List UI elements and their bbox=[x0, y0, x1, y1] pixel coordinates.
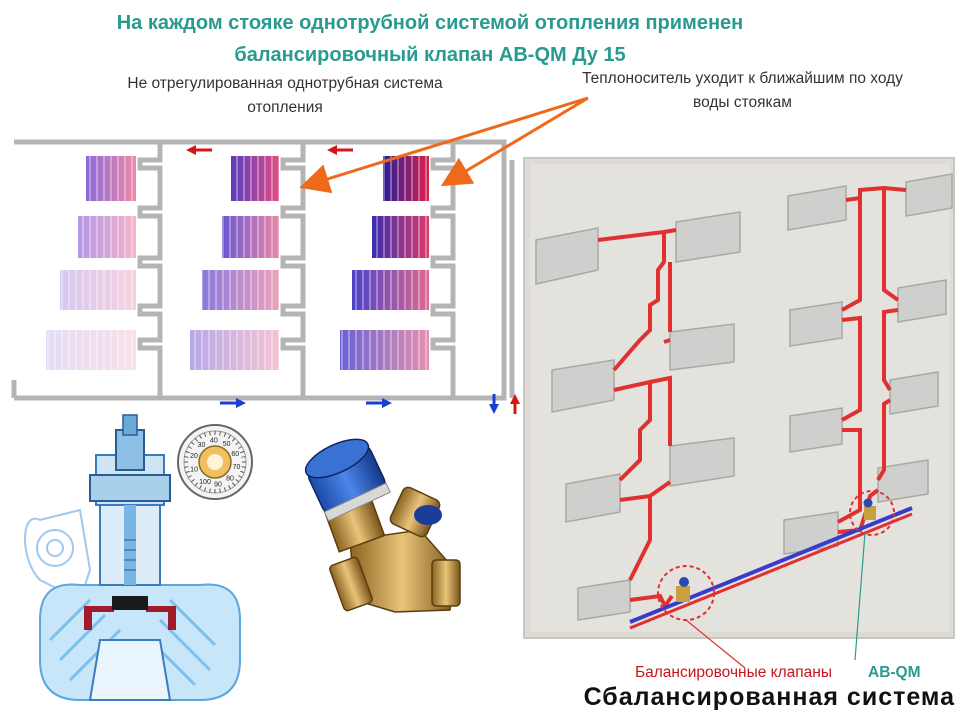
balancing-valve bbox=[849, 490, 895, 536]
balanced-system-caption: Сбалансированная система bbox=[583, 683, 955, 711]
dial-scale-label: 30 bbox=[198, 442, 206, 449]
callout-text-line-2: воды стоякам bbox=[693, 94, 792, 111]
dial-scale-label: 100 bbox=[199, 479, 211, 486]
balanced-radiators bbox=[535, 173, 953, 621]
cold-flow-arrow bbox=[220, 398, 246, 408]
dial-scale-label: 20 bbox=[190, 453, 198, 460]
hot-flow-arrow bbox=[327, 145, 353, 155]
callout-text-line-1: Теплоноситель уходит к ближайшим по ходу bbox=[582, 70, 903, 87]
radiators-riser-3 bbox=[340, 156, 429, 370]
unbalanced-caption-line-1: Не отрегулированная однотрубная система bbox=[127, 75, 443, 92]
unbalanced-system-diagram bbox=[11, 96, 589, 414]
ab-qm-valve-illustration bbox=[304, 438, 461, 613]
title-line-1: На каждом стояке однотрубной системой от… bbox=[116, 12, 744, 34]
unbalanced-caption: Не отрегулированная однотрубная система … bbox=[40, 72, 530, 120]
cold-flow-arrow bbox=[366, 398, 392, 408]
dial-scale-label: 40 bbox=[210, 438, 218, 445]
balancing-valves-label: Балансировочные клапаны bbox=[634, 664, 832, 681]
dial-scale-label: 90 bbox=[214, 481, 222, 488]
title-line-2: балансировочный клапан AB-QM Ду 15 bbox=[234, 44, 626, 66]
radiators-riser-2 bbox=[190, 156, 279, 370]
hot-flow-arrow bbox=[186, 145, 212, 155]
dial-scale-label: 60 bbox=[231, 451, 239, 458]
unbalanced-caption-line-2: отопления bbox=[247, 99, 323, 116]
supply-up-arrow bbox=[510, 394, 520, 414]
flow-arrows bbox=[186, 145, 520, 414]
callout-text: Теплоноситель уходит к ближайшим по ходу… bbox=[535, 67, 950, 115]
leader-line bbox=[854, 532, 866, 661]
dial-scale-label: 70 bbox=[233, 464, 241, 471]
valve-model-label: AB-QM bbox=[868, 664, 921, 681]
leader-line bbox=[685, 619, 746, 669]
return-down-arrow bbox=[489, 394, 499, 414]
valve-cross-section-illustration bbox=[24, 414, 241, 701]
radiators-riser-1 bbox=[46, 156, 136, 370]
dial-scale-label: 10 bbox=[190, 466, 198, 473]
balanced-return-pipe bbox=[629, 506, 913, 624]
unbalanced-pipes bbox=[11, 139, 515, 401]
balanced-system-diagram bbox=[523, 157, 955, 669]
dial-scale-label: 80 bbox=[226, 476, 234, 483]
callout-arrows bbox=[299, 96, 589, 194]
dial-scale-label: 50 bbox=[223, 441, 231, 448]
